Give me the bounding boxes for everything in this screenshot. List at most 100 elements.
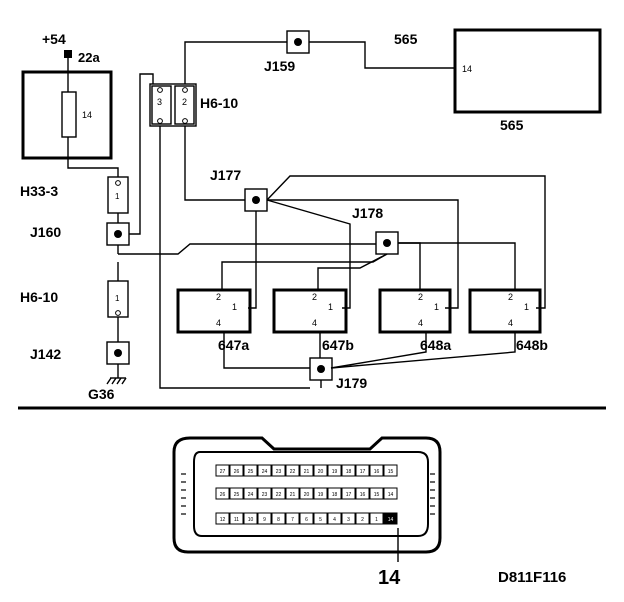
ecu-565-box	[453, 28, 602, 114]
ecu-pin	[313, 512, 328, 525]
ecu-pin	[243, 487, 258, 500]
ecu-pin	[257, 487, 272, 500]
figure-code: D811F116	[498, 569, 566, 586]
h6-10-left-label: H6-10	[20, 289, 58, 305]
ecu-pin-label: 20	[318, 469, 324, 475]
j160-label: J160	[30, 224, 61, 240]
ecu-pin-label: 23	[262, 492, 268, 498]
ecu-pin	[271, 512, 286, 525]
plus54-label: +54	[42, 31, 66, 47]
ecu-pin-label: 20	[304, 492, 310, 498]
ecu-pin-label: 15	[388, 469, 394, 475]
svg-text:4: 4	[418, 318, 423, 328]
ecu-pin	[257, 464, 272, 477]
ecu-pin-label: 12	[220, 517, 226, 523]
ecu-pin-label: 2	[361, 517, 364, 523]
svg-text:1: 1	[434, 302, 439, 312]
ecu-pin-label: 9	[263, 517, 266, 523]
ecu-pin-label: 22	[290, 469, 296, 475]
ecu-pin-label: 26	[220, 492, 226, 498]
ecu-pin	[285, 464, 300, 477]
ecu-pin-label: 15	[374, 492, 380, 498]
ecu-pin	[369, 487, 384, 500]
injector-648b	[468, 288, 542, 334]
svg-text:1: 1	[232, 302, 237, 312]
ecu-pin-label: 24	[248, 492, 254, 498]
ecu-pin-label: 14	[388, 517, 394, 523]
ecu-pin	[369, 512, 384, 525]
injector-647a-label: 647a	[218, 337, 249, 353]
svg-text:4: 4	[312, 318, 317, 328]
ecu-pin	[327, 464, 342, 477]
pin14-callout: 14	[378, 567, 401, 589]
ecu-pin	[383, 464, 398, 477]
ecu-pin	[383, 487, 398, 500]
j177-label: J177	[210, 167, 241, 183]
ecu-pin-label: 8	[277, 517, 280, 523]
ecu-pin-label: 14	[388, 492, 394, 498]
ecu-pin-label: 22	[276, 492, 282, 498]
svg-text:1: 1	[524, 302, 529, 312]
j142-label: J142	[30, 346, 61, 362]
j179-label: J179	[336, 375, 367, 391]
h33-3-label: H33-3	[20, 183, 58, 199]
ecu-pin	[355, 487, 370, 500]
ecu-pin	[243, 464, 258, 477]
ecu-pin	[327, 512, 342, 525]
ecu-pin	[341, 487, 356, 500]
ecu-pin-label: 17	[360, 469, 366, 475]
ecu-pin	[215, 512, 230, 525]
svg-text:1: 1	[328, 302, 333, 312]
ecu-pin	[285, 512, 300, 525]
plus54-terminal	[64, 50, 72, 58]
ecu-pin	[299, 487, 314, 500]
injector-648a	[378, 288, 452, 334]
ecu-pin-label: 17	[346, 492, 352, 498]
injector-647a	[176, 288, 252, 334]
ecu-pin	[369, 464, 384, 477]
injector-648a-label: 648a	[420, 337, 451, 353]
h6-pin3: 3	[157, 97, 162, 107]
ecu-pin-label: 16	[374, 469, 380, 475]
ecu-pin-label: 26	[234, 469, 240, 475]
fuse-22a	[61, 91, 77, 138]
ecu-565-top-label: 565	[394, 31, 418, 47]
ecu-pin-label: 6	[305, 517, 308, 523]
ecu-pin-14-highlight	[383, 512, 398, 525]
ecu-pin-label: 19	[318, 492, 324, 498]
ecu-pin	[285, 487, 300, 500]
ecu-pin-label: 24	[262, 469, 268, 475]
ecu-pin	[313, 487, 328, 500]
ecu-pin	[257, 512, 272, 525]
svg-text:2: 2	[216, 292, 221, 302]
ecu-pin	[313, 464, 328, 477]
ecu-pin	[299, 512, 314, 525]
ecu-pin	[341, 512, 356, 525]
j178-label: J178	[352, 205, 383, 221]
ecu-pin	[271, 464, 286, 477]
injector-647b	[272, 288, 348, 334]
ecu-pin	[341, 464, 356, 477]
ecu-pin-label: 10	[248, 517, 254, 523]
injector-648b-label: 648b	[516, 337, 548, 353]
ecu-pin-label: 21	[290, 492, 296, 498]
ecu-pin-label: 18	[332, 492, 338, 498]
ecu-pin-label: 3	[347, 517, 350, 523]
ecu-pin-label: 25	[248, 469, 254, 475]
svg-text:4: 4	[508, 318, 513, 328]
ecu-pin	[327, 487, 342, 500]
ecu-pin-label: 11	[234, 517, 239, 523]
svg-text:4: 4	[216, 318, 221, 328]
ecu-565-pin: 14	[462, 64, 472, 74]
ecu-pin	[355, 464, 370, 477]
ecu-pin-label: 25	[234, 492, 240, 498]
h6-10-top-connector	[149, 83, 197, 127]
ecu-pin	[229, 512, 244, 525]
injector-647b-label: 647b	[322, 337, 354, 353]
fuse-22a-label: 22a	[78, 50, 100, 65]
ecu-565-bottom-label: 565	[500, 117, 524, 133]
svg-text:1: 1	[115, 294, 120, 303]
ecu-pin	[355, 512, 370, 525]
ecu-pin	[243, 512, 258, 525]
